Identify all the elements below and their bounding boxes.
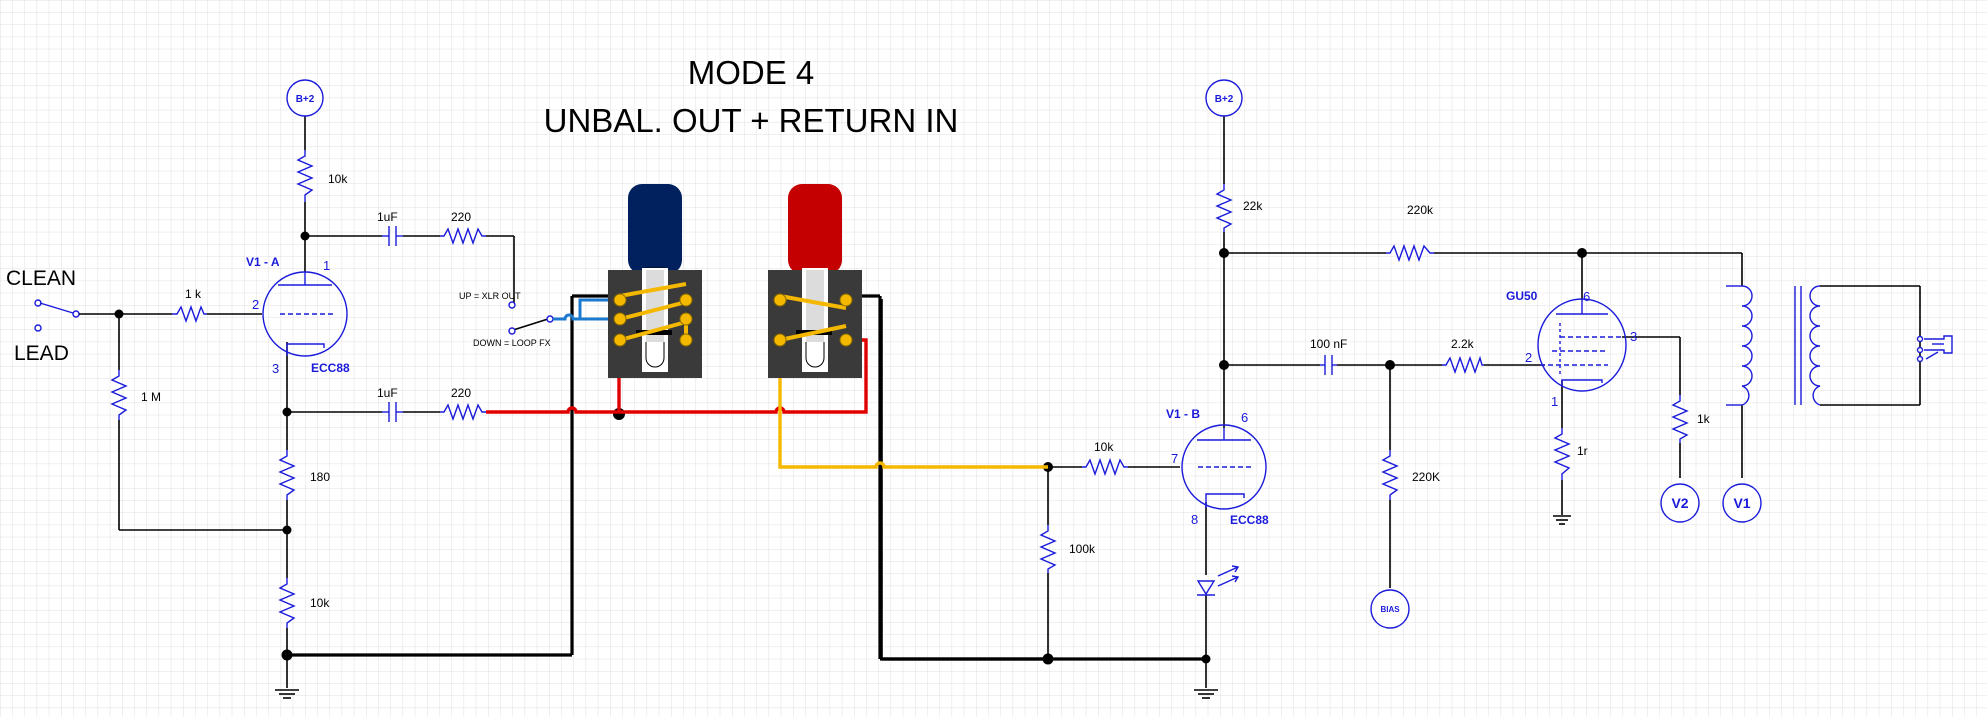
label-gu50-pin-screen: 3 [1630, 329, 1637, 344]
resistor-plate-b [1215, 184, 1233, 232]
label-v1a-pin-grid: 2 [252, 297, 259, 312]
resistor-out-bottom [440, 402, 486, 422]
svg-text:V1: V1 [1733, 495, 1750, 511]
label-r-screen: 1k [1697, 412, 1711, 426]
label-gu50-pin-cathode: 1 [1551, 394, 1558, 409]
resistor-grid-a [172, 304, 207, 324]
terminal-bplus-left: B+2 [286, 79, 324, 117]
resistor-out-top [440, 226, 486, 246]
black-wires [79, 115, 1921, 688]
label-clean: CLEAN [6, 267, 76, 290]
label-lead: LEAD [14, 342, 69, 365]
label-v1a-pin-plate: 1 [323, 258, 330, 273]
title-subtitle: UNBAL. OUT + RETURN IN [544, 102, 959, 139]
terminal-v2: V2 [1660, 483, 1700, 523]
capacitor-out-bottom [382, 402, 403, 422]
label-r-cathode-power: 1r [1577, 444, 1588, 458]
note-switch-down: DOWN = LOOP FX [473, 338, 551, 348]
resistor-cathode-a [278, 450, 296, 500]
label-r-input: 1 M [141, 390, 161, 404]
resistor-cathode-power [1553, 428, 1571, 480]
label-r-grid-b: 10k [1094, 440, 1114, 454]
ring-yellow-wire [778, 340, 1048, 469]
label-c-out-top: 1uF [377, 210, 398, 224]
resistor-grid-stop [1442, 355, 1484, 375]
svg-text:BIAS: BIAS [1380, 605, 1400, 614]
ground-symbol-gu50 [1553, 515, 1571, 525]
label-r-plate-b: 22k [1243, 199, 1263, 213]
terminal-bias: BIAS [1370, 589, 1410, 629]
label-v1a-name: V1 - A [246, 255, 280, 269]
output-transformer [1726, 285, 1821, 406]
capacitor-coupling [1320, 355, 1337, 375]
tube-gu50 [1537, 298, 1627, 392]
label-v1a-type: ECC88 [311, 361, 350, 375]
resistor-screen [1671, 395, 1689, 443]
resistor-feedback [1386, 243, 1434, 263]
label-v1b-type: ECC88 [1230, 513, 1269, 527]
label-r-cathode-a: 180 [310, 470, 330, 484]
jack-return-red[interactable] [768, 184, 862, 378]
label-r-feedback: 220k [1407, 203, 1434, 217]
terminal-v1: V1 [1722, 483, 1762, 523]
label-r-grid-stop: 2.2k [1451, 337, 1475, 351]
resistor-plate-a [296, 150, 314, 202]
svg-text:B+2: B+2 [1215, 94, 1234, 105]
resistor-grid-leak-b [1039, 525, 1057, 573]
title-mode: MODE 4 [688, 54, 815, 91]
label-r-plate-a: 10k [328, 172, 348, 186]
capacitor-out-top [382, 226, 403, 246]
label-c-coupling: 100 nF [1310, 337, 1347, 351]
label-r-out-bottom: 220 [451, 386, 471, 400]
resistor-bias [1381, 450, 1399, 500]
resistor-cathode-a2 [278, 578, 296, 628]
terminal-bplus-right: B+2 [1205, 79, 1243, 117]
label-gu50-name: GU50 [1506, 289, 1538, 303]
label-v1b-pin-plate: 6 [1241, 410, 1248, 425]
label-gu50-pin-grid: 2 [1525, 350, 1532, 365]
tube-v1b [1181, 424, 1267, 510]
speaker-jack-output[interactable] [1916, 335, 1953, 363]
label-v1b-name: V1 - B [1166, 407, 1200, 421]
ground-symbol-v1b [1194, 689, 1218, 699]
svg-text:B+2: B+2 [296, 94, 315, 105]
label-r-grid-a: 1 k [185, 287, 202, 301]
jack-send-blue[interactable] [608, 184, 702, 378]
label-gu50-pin-plate: 6 [1583, 289, 1590, 304]
resistor-grid-b [1082, 457, 1128, 477]
svg-text:V2: V2 [1671, 495, 1688, 511]
ground-symbol-left [275, 689, 299, 699]
label-v1a-pin-cathode: 3 [272, 361, 279, 376]
resistor-input [110, 370, 128, 420]
label-r-bias: 220K [1412, 470, 1440, 484]
led-cathode-bias [1196, 565, 1240, 596]
label-v1b-pin-grid: 7 [1171, 451, 1178, 466]
label-r-grid-leak-b: 100k [1069, 542, 1096, 556]
label-v1b-pin-cathode: 8 [1191, 512, 1198, 527]
tube-v1a [262, 271, 348, 357]
label-r-out-top: 220 [451, 210, 471, 224]
note-switch-up: UP = XLR OUT [459, 291, 521, 301]
label-c-out-bottom: 1uF [377, 386, 398, 400]
label-r-cathode-a2: 10k [310, 596, 330, 610]
